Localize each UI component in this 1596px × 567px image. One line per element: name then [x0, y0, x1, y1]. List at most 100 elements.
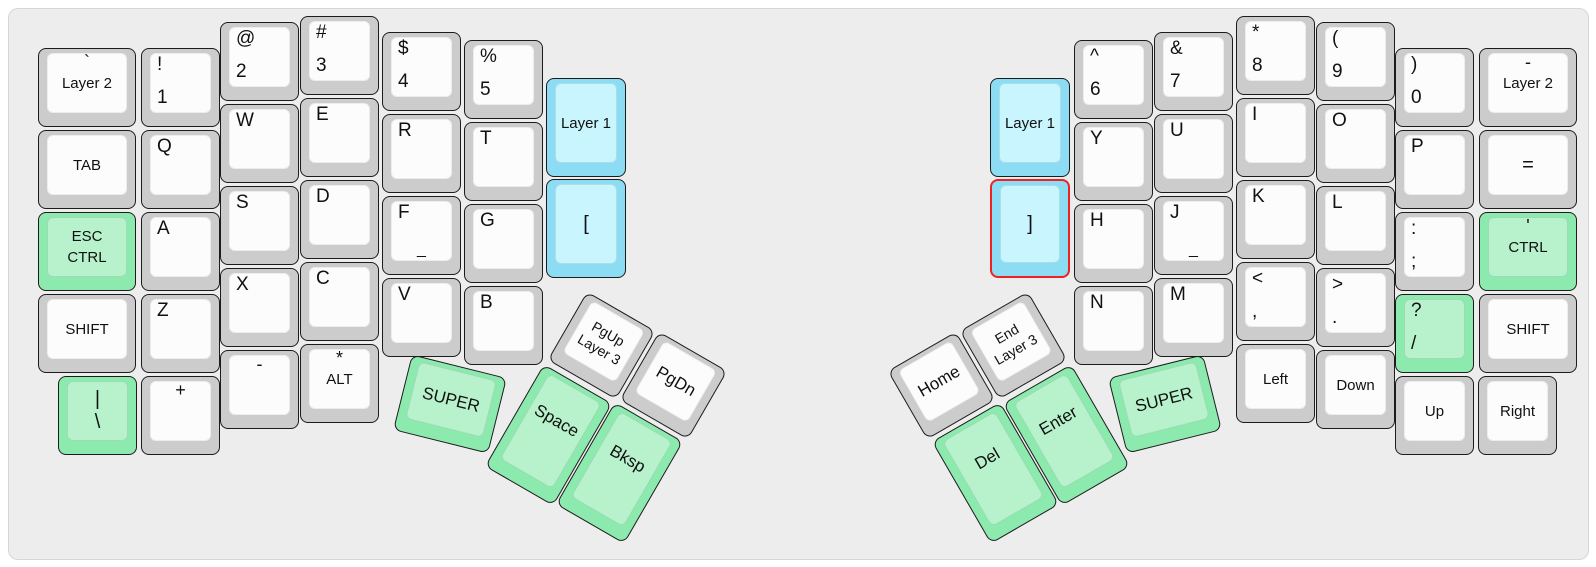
key-m[interactable]: M [1154, 278, 1233, 357]
key-esc-ctrl[interactable]: ESC CTRL [38, 212, 136, 291]
keycap-top: ^6 [1083, 45, 1144, 105]
key-i[interactable]: I [1236, 98, 1315, 177]
key-arrow-down[interactable]: Down [1316, 350, 1395, 429]
key-label-tl: S [236, 192, 249, 213]
key-shift-left[interactable]: SHIFT [38, 294, 136, 373]
key-label-tl: M [1170, 284, 1186, 305]
key-minus[interactable]: - [220, 350, 299, 429]
keycap-top: Layer 1 [999, 83, 1061, 163]
key-label-tl: W [236, 110, 254, 131]
keycap-top: R [391, 119, 452, 179]
key-t[interactable]: T [464, 122, 543, 201]
key-question-slash[interactable]: ?/ [1395, 294, 1474, 373]
key-semicolon[interactable]: :; [1395, 212, 1474, 291]
key-comma[interactable]: <, [1236, 262, 1315, 341]
key-5[interactable]: %5 [464, 40, 543, 119]
keycap-top: P [1404, 135, 1465, 195]
key-label-c: Up [1424, 402, 1445, 420]
key-y[interactable]: Y [1074, 122, 1153, 201]
key-4[interactable]: $4 [382, 32, 461, 111]
key-p[interactable]: P [1395, 130, 1474, 209]
key-quote-ctrl[interactable]: 'CTRL [1479, 212, 1577, 291]
key-label-tl: E [316, 104, 329, 125]
key-a[interactable]: A [141, 212, 220, 291]
key-e[interactable]: E [300, 98, 379, 177]
key-pipe-backslash[interactable]: | \ [58, 376, 137, 455]
key-label-c: Layer 1 [560, 114, 612, 132]
key-arrow-right[interactable]: Right [1478, 376, 1557, 455]
key-star-alt[interactable]: *ALT [300, 344, 379, 423]
keycap-top: X [229, 273, 290, 333]
key-v[interactable]: V [382, 278, 461, 357]
key-label-c: SHIFT [1506, 320, 1550, 338]
key-g[interactable]: G [464, 204, 543, 283]
keycap-top: G [473, 209, 534, 269]
key-3[interactable]: #3 [300, 16, 379, 95]
key-label-bl: 2 [236, 61, 247, 83]
key-j[interactable]: J_ [1154, 196, 1233, 275]
key-grave-layer2[interactable]: `Layer 2 [38, 48, 136, 127]
key-d[interactable]: D [300, 180, 379, 259]
key-c[interactable]: C [300, 262, 379, 341]
keycap-top: S [229, 191, 290, 251]
key-label-bl: 6 [1090, 79, 1101, 101]
keycap-top: `Layer 2 [47, 52, 127, 113]
keycap-top: [ [555, 184, 617, 264]
key-b[interactable]: B [464, 286, 543, 365]
key-l[interactable]: L [1316, 186, 1395, 265]
key-6[interactable]: ^6 [1074, 40, 1153, 119]
key-period[interactable]: >. [1316, 268, 1395, 347]
key-equals[interactable]: = [1479, 130, 1577, 209]
key-s[interactable]: S [220, 186, 299, 265]
keycap-top: Layer 1 [555, 83, 617, 163]
key-q[interactable]: Q [141, 130, 220, 209]
keycap-top: ] [1000, 185, 1060, 263]
key-left-bracket[interactable]: [ [546, 179, 626, 278]
key-label-tl: H [1090, 210, 1104, 231]
keycap-top: T [473, 127, 534, 187]
key-7[interactable]: &7 [1154, 32, 1233, 111]
keycap-top: Q [150, 135, 211, 195]
key-label-bl: . [1332, 307, 1338, 329]
key-label-tl: R [398, 120, 412, 141]
key-1[interactable]: !1 [141, 48, 220, 127]
keycap-top: U [1163, 119, 1224, 179]
keycap-top: SUPER [1117, 361, 1210, 438]
key-arrow-up[interactable]: Up [1395, 376, 1474, 455]
key-n[interactable]: N [1074, 286, 1153, 365]
key-w[interactable]: W [220, 104, 299, 183]
key-label-bl: 5 [480, 79, 491, 101]
key-label-tc: - [256, 354, 263, 374]
key-label-tl: ) [1411, 54, 1418, 75]
key-2[interactable]: @2 [220, 22, 299, 101]
key-8[interactable]: *8 [1236, 16, 1315, 95]
key-r[interactable]: R [382, 114, 461, 193]
key-plus[interactable]: + [141, 376, 220, 455]
key-o[interactable]: O [1316, 104, 1395, 183]
key-x[interactable]: X [220, 268, 299, 347]
key-tab[interactable]: TAB [38, 130, 136, 209]
key-u[interactable]: U [1154, 114, 1233, 193]
key-0[interactable]: )0 [1395, 48, 1474, 127]
key-label-tl: I [1252, 104, 1258, 125]
key-label-c: Down [1336, 376, 1375, 394]
key-f[interactable]: F_ [382, 196, 461, 275]
key-z[interactable]: Z [141, 294, 220, 373]
key-k[interactable]: K [1236, 180, 1315, 259]
keycap-top: !1 [150, 53, 211, 113]
key-arrow-left[interactable]: Left [1236, 344, 1315, 423]
key-label-tc: - [1525, 52, 1531, 72]
key-9[interactable]: (9 [1316, 22, 1395, 101]
keycap-top: TAB [47, 135, 127, 195]
key-shift-right[interactable]: SHIFT [1479, 294, 1577, 373]
keycap-top: D [309, 185, 370, 245]
key-minus-layer2[interactable]: -Layer 2 [1479, 48, 1577, 127]
key-layer1-right[interactable]: Layer 1 [990, 78, 1070, 177]
key-label-tc: + [175, 380, 186, 400]
keycap-top: | \ [67, 381, 128, 441]
key-h[interactable]: H [1074, 204, 1153, 283]
key-label-tl: X [236, 274, 249, 295]
key-right-bracket[interactable]: ] [990, 179, 1070, 278]
key-layer1-left[interactable]: Layer 1 [546, 78, 626, 177]
keycap-top: <, [1245, 267, 1306, 327]
